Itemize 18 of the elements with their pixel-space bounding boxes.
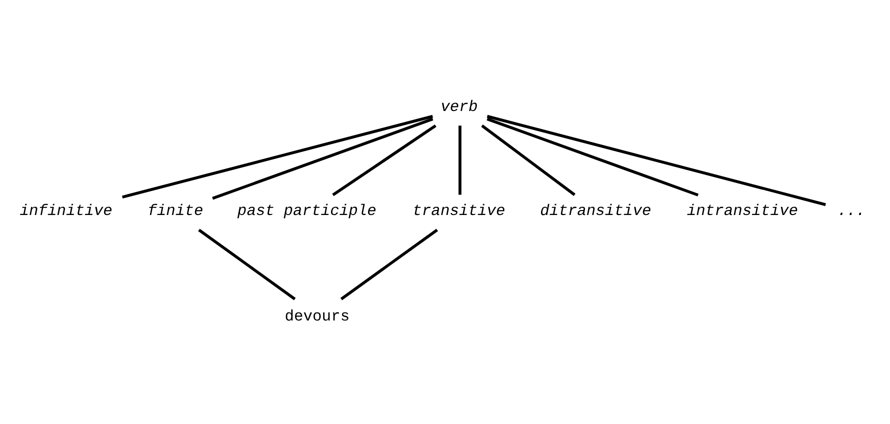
connector	[122, 114, 433, 198]
connector	[198, 228, 296, 300]
node-text: intransitive	[686, 202, 798, 220]
node-text: devours	[284, 306, 350, 325]
node-text: infinitive	[20, 202, 112, 220]
node-text: transitive	[412, 202, 506, 220]
node-text: verb	[440, 97, 478, 116]
connector	[212, 117, 434, 200]
connector	[486, 117, 699, 196]
connector	[486, 114, 826, 206]
connector	[340, 228, 438, 300]
connector	[481, 124, 576, 196]
node-text: ditransitive	[540, 202, 652, 220]
connector	[458, 125, 462, 194]
node-text: finite	[148, 202, 204, 220]
connector	[332, 124, 436, 196]
node-text: ...	[837, 202, 866, 220]
node-text: past participle	[237, 202, 376, 220]
